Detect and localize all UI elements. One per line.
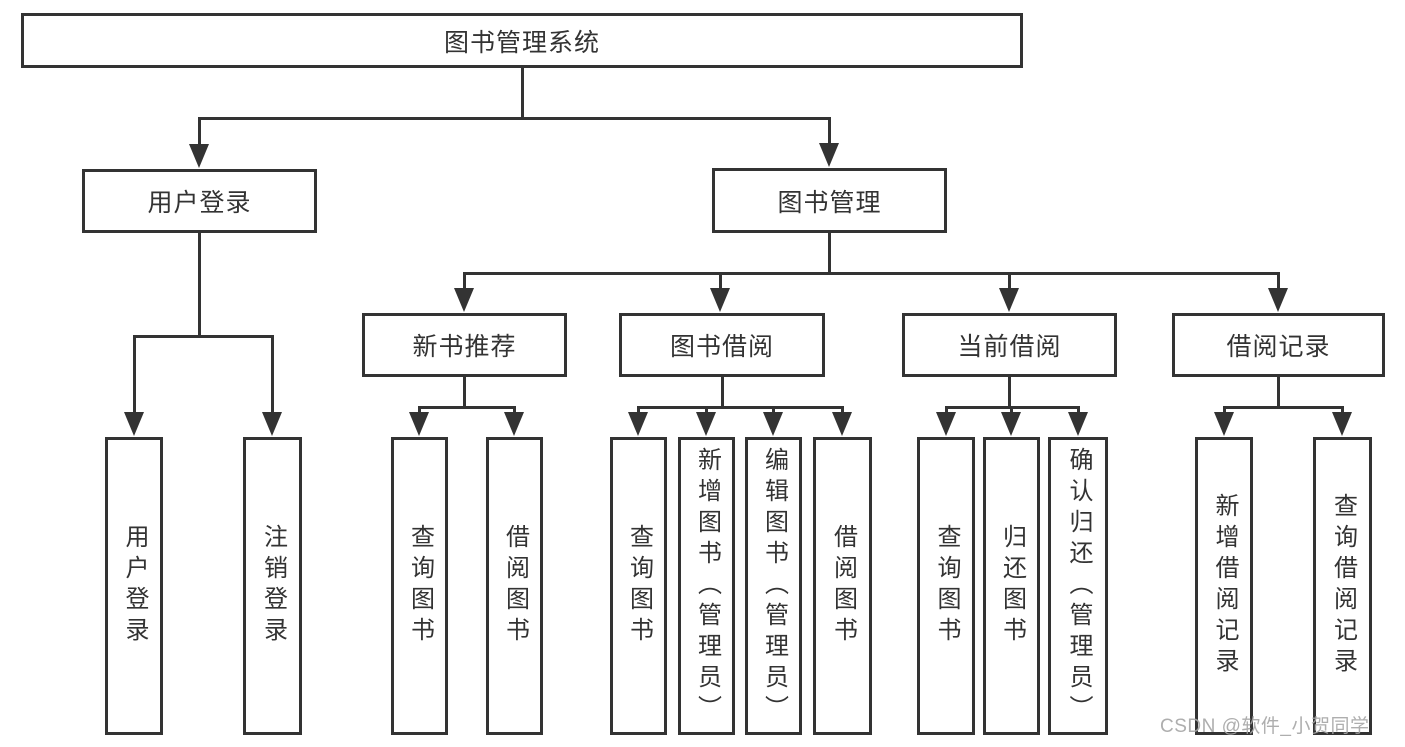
connector-line [1222, 406, 1344, 409]
node-book-borrowing: 图书借阅 [619, 313, 825, 377]
node-current-borrowing: 当前借阅 [902, 313, 1117, 377]
leaf-query-books-borrowing: 查询图书 [610, 437, 667, 735]
node-label: 借阅图书 [829, 524, 857, 648]
connector-line [720, 377, 724, 409]
node-label: 借阅图书 [501, 524, 529, 648]
connector-line [197, 117, 201, 150]
node-label: 新增借阅记录 [1211, 493, 1238, 679]
node-label: 查询图书 [933, 524, 960, 648]
connector-line [718, 272, 722, 294]
node-label: 当前借阅 [957, 333, 1062, 361]
arrow-down-icon [409, 412, 429, 436]
arrow-down-icon [696, 412, 716, 436]
arrow-down-icon [999, 288, 1019, 312]
node-label: 新增图书（管理员） [693, 446, 721, 726]
node-borrowing-records: 借阅记录 [1172, 313, 1385, 377]
connector-line [520, 68, 524, 120]
node-label: 图书管理系统 [443, 28, 600, 57]
node-label: 注销登录 [259, 524, 287, 648]
connector-line [132, 335, 136, 418]
connector-line [1007, 377, 1011, 409]
node-label: 归还图书 [998, 524, 1026, 648]
leaf-borrow-books-borrowing: 借阅图书 [813, 437, 872, 735]
connector-line [197, 117, 831, 120]
leaf-add-borrow-record: 新增借阅记录 [1195, 437, 1253, 735]
arrow-down-icon [1001, 412, 1021, 436]
arrow-down-icon [504, 412, 524, 436]
leaf-return-book: 归还图书 [983, 437, 1040, 735]
arrow-down-icon [936, 412, 956, 436]
connector-line [462, 272, 466, 294]
node-user-login: 用户登录 [82, 169, 317, 233]
connector-line [270, 335, 274, 418]
node-label: 编辑图书（管理员） [760, 446, 788, 726]
arrow-down-icon [763, 412, 783, 436]
arrow-down-icon [124, 412, 144, 436]
arrow-down-icon [1268, 288, 1288, 312]
node-label: 查询图书 [625, 524, 653, 648]
leaf-query-books-recommend: 查询图书 [391, 437, 448, 735]
arrow-down-icon [189, 144, 209, 168]
connector-line [827, 117, 831, 149]
node-label: 借阅记录 [1226, 333, 1331, 361]
connector-line [462, 272, 1280, 275]
arrow-down-icon [1068, 412, 1088, 436]
connector-line [197, 233, 201, 338]
node-label: 新书推荐 [412, 333, 517, 361]
leaf-add-book-admin: 新增图书（管理员） [678, 437, 735, 735]
connector-line [636, 406, 844, 409]
node-library-management-system: 图书管理系统 [21, 13, 1023, 68]
arrow-down-icon [1214, 412, 1234, 436]
csdn-watermark: CSDN @软件_小贺同学 [1160, 716, 1370, 737]
node-label: 确认归还（管理员） [1065, 446, 1092, 726]
leaf-query-borrow-record: 查询借阅记录 [1313, 437, 1372, 735]
node-label: 查询图书 [406, 524, 434, 648]
connector-line [1007, 272, 1011, 294]
arrow-down-icon [262, 412, 282, 436]
connector-line [132, 335, 274, 338]
leaf-edit-book-admin: 编辑图书（管理员） [745, 437, 802, 735]
node-label: 查询借阅记录 [1329, 493, 1357, 679]
node-label: 用户登录 [121, 524, 148, 648]
arrow-down-icon [1332, 412, 1352, 436]
connector-line [1276, 377, 1280, 409]
leaf-user-login: 用户登录 [105, 437, 163, 735]
node-label: 图书借阅 [669, 333, 774, 361]
node-new-book-recommend: 新书推荐 [362, 313, 567, 377]
leaf-logout: 注销登录 [243, 437, 302, 735]
leaf-query-books-current: 查询图书 [917, 437, 975, 735]
leaf-confirm-return-admin: 确认归还（管理员） [1048, 437, 1108, 735]
arrow-down-icon [710, 288, 730, 312]
arrow-down-icon [454, 288, 474, 312]
connector-line [827, 232, 831, 275]
node-label: 图书管理 [777, 188, 882, 217]
arrow-down-icon [832, 412, 852, 436]
leaf-borrow-books-recommend: 借阅图书 [486, 437, 543, 735]
connector-line [1276, 272, 1280, 294]
node-book-management: 图书管理 [712, 168, 947, 233]
connector-line [417, 406, 516, 409]
arrow-down-icon [628, 412, 648, 436]
arrow-down-icon [819, 143, 839, 167]
connector-line [462, 377, 466, 409]
node-label: 用户登录 [147, 189, 252, 217]
